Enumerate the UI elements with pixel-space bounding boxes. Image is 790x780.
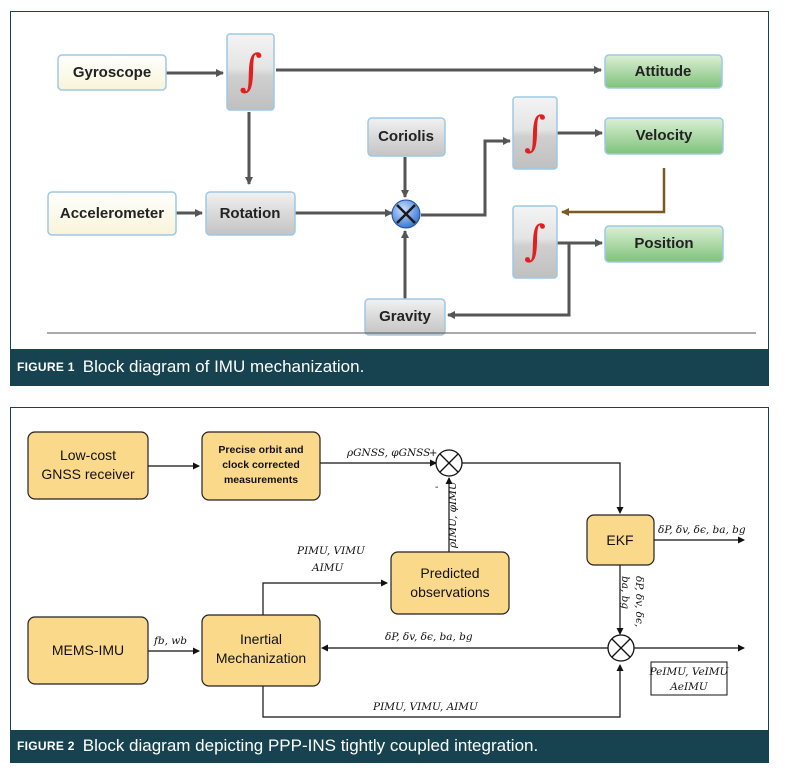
- velocity-block: Velocity: [604, 117, 724, 155]
- accelerometer-block: Accelerometer: [47, 191, 177, 236]
- precise-orbit-label-1: Precise orbit and: [218, 444, 303, 456]
- bottom-output-label: PIMU, VIMU, AIMU: [372, 701, 479, 713]
- summing-junction-icon: [435, 449, 463, 477]
- figure-2-caption: FIGURE 2 Block diagram depicting PPP-INS…: [11, 730, 768, 762]
- fb-wb-label: fb, wb: [153, 635, 187, 647]
- ppp-ins-integration-diagram: Low-cost GNSS receiver Precise orbit and…: [27, 431, 746, 718]
- attitude-label: Attitude: [635, 63, 692, 80]
- imu-mechanization-diagram: Gyroscope Accelerometer Rotation Corioli…: [47, 33, 756, 336]
- final-output-label-2: AeIMU: [669, 681, 709, 693]
- gnss-receiver-block: Low-cost GNSS receiver: [27, 431, 149, 500]
- predicted-obs-label-2: observations: [410, 584, 489, 600]
- gyroscope-block: Gyroscope: [57, 54, 167, 91]
- position-label: Position: [634, 235, 693, 252]
- minus-sign-label: -: [435, 482, 438, 493]
- integral-icon: ∫: [240, 46, 263, 97]
- final-output-box: PeIMU, VeIMU AeIMU: [649, 661, 730, 696]
- summing-junction-icon: [607, 634, 635, 662]
- coriolis-label: Coriolis: [378, 128, 434, 145]
- aimu-label: AIMU: [311, 562, 344, 574]
- rho-imu-label: ρIMU, φIMU: [447, 480, 459, 549]
- rho-gnss-label: ρGNSS, φGNSS: [346, 447, 430, 459]
- inertial-mech-label-2: Mechanization: [216, 650, 306, 666]
- figure-1-caption-label: FIGURE 1: [17, 360, 75, 374]
- figure-2-caption-text: Block diagram depicting PPP-INS tightly …: [82, 736, 539, 755]
- summing-junction-icon: [391, 199, 421, 229]
- ekf-block: EKF: [586, 514, 655, 566]
- mems-imu-block: MEMS-IMU: [27, 616, 149, 685]
- gravity-label: Gravity: [379, 308, 431, 325]
- integrator-3: ∫: [512, 205, 558, 279]
- position-block: Position: [604, 225, 724, 263]
- accelerometer-label: Accelerometer: [60, 205, 164, 222]
- ekf-down-label-1: δP, δv, δϵ,: [633, 576, 645, 627]
- coriolis-block: Coriolis: [367, 117, 446, 157]
- plus-sign-label: +: [429, 448, 437, 459]
- inertial-mech-label-1: Inertial: [240, 631, 282, 647]
- gravity-block: Gravity: [364, 298, 446, 336]
- gnss-receiver-label-1: Low-cost: [60, 447, 116, 463]
- integral-icon: ∫: [524, 216, 546, 265]
- precise-orbit-label-2: clock corrected: [222, 459, 300, 471]
- gyroscope-label: Gyroscope: [73, 64, 151, 81]
- predicted-observations-block: Predicted observations: [390, 551, 510, 615]
- attitude-block: Attitude: [604, 54, 723, 89]
- pimu-vimu-label: PIMU, VIMU: [296, 545, 366, 557]
- mems-imu-label: MEMS-IMU: [52, 642, 124, 658]
- gnss-receiver-label-2: GNSS receiver: [41, 466, 135, 482]
- figure-1-caption: FIGURE 1 Block diagram of IMU mechanizat…: [11, 349, 768, 385]
- figure-1-caption-text: Block diagram of IMU mechanization.: [82, 357, 365, 376]
- predicted-obs-label-1: Predicted: [420, 565, 479, 581]
- precise-orbit-block: Precise orbit and clock corrected measur…: [201, 431, 321, 501]
- inertial-mechanization-block: Inertial Mechanization: [201, 614, 321, 687]
- figure-2-caption-label: FIGURE 2: [17, 739, 75, 753]
- velocity-label: Velocity: [636, 127, 693, 144]
- final-output-label-1: PeIMU, VeIMU: [649, 666, 730, 678]
- ekf-down-label-2: ba, bg: [619, 576, 631, 609]
- feedback-label: δP, δv, δϵ, ba, bg: [385, 631, 473, 643]
- integrator-1: ∫: [226, 33, 275, 111]
- figure-2: Low-cost GNSS receiver Precise orbit and…: [10, 407, 769, 763]
- ekf-output-label: δP, δv, δϵ, ba, bg: [658, 524, 746, 536]
- figure-1: Gyroscope Accelerometer Rotation Corioli…: [10, 11, 769, 386]
- rotation-label: Rotation: [220, 205, 281, 222]
- integrator-2: ∫: [512, 96, 558, 170]
- rotation-block: Rotation: [205, 191, 296, 236]
- precise-orbit-label-3: measurements: [224, 474, 298, 486]
- integral-icon: ∫: [524, 107, 546, 156]
- ekf-label: EKF: [606, 532, 633, 548]
